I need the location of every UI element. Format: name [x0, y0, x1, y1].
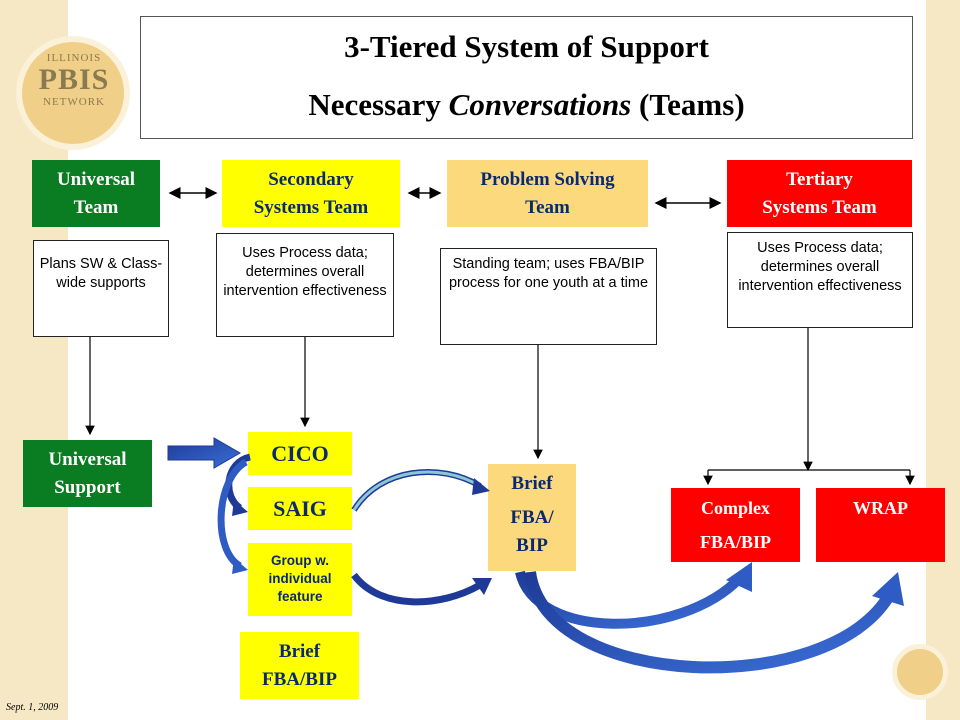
right-decorative-band — [926, 0, 960, 720]
group-line3: feature — [277, 589, 323, 604]
title-line-1: 3-Tiered System of Support — [344, 29, 709, 64]
problem-team-line2: Team — [525, 196, 570, 218]
brief-bottom-line2: FBA/BIP — [262, 668, 337, 690]
corner-decoration — [892, 644, 948, 700]
logo-main-text: PBIS — [38, 63, 110, 96]
group-line1: Group w. — [271, 553, 329, 568]
brief-fba-bip-mid-box: Brief FBA/ BIP — [488, 464, 576, 571]
group-to-brief-curve — [351, 572, 482, 606]
title-box: 3-Tiered System of Support Necessary Con… — [140, 16, 913, 139]
cico-to-group-curve — [217, 458, 248, 570]
brief-mid-line1: Brief — [511, 473, 553, 494]
wrap-arrowhead — [872, 572, 904, 606]
brief-bottom-line1: Brief — [278, 640, 321, 662]
saig-to-brief-arc-inner — [352, 470, 481, 511]
complex-line1: Complex — [701, 498, 770, 518]
brief-mid-line2: FBA/ — [510, 507, 554, 528]
group-line2: individual — [268, 571, 332, 586]
saig-arrowhead — [232, 500, 248, 516]
secondary-team-line1: Secondary — [268, 168, 354, 190]
brief-arrowhead-1 — [472, 478, 490, 495]
title-italic: Conversations — [448, 87, 632, 122]
complex-line2: FBA/BIP — [699, 532, 771, 552]
pbis-logo: ILLINOIS PBIS NETWORK — [24, 52, 124, 108]
logo-bottom-text: NETWORK — [43, 96, 105, 108]
tertiary-team-line1: Tertiary — [786, 168, 853, 190]
universal-to-cico-arrow — [167, 437, 242, 469]
logo-top-text: ILLINOIS — [46, 52, 102, 64]
brief-arrowhead-2 — [472, 578, 492, 595]
brief-mid-line3: BIP — [516, 535, 548, 556]
tertiary-description: Uses Process data; determines overall in… — [727, 232, 913, 328]
footer-date: Sept. 1, 2009 — [6, 702, 59, 713]
title-suffix: (Teams) — [631, 87, 745, 122]
problem-team-line1: Problem Solving — [480, 168, 615, 190]
group-box: Group w. individual feature — [248, 543, 352, 616]
wrap-label: WRAP — [853, 498, 908, 518]
universal-support-line2: Support — [54, 476, 121, 498]
problem-description: Standing team; uses FBA/BIP process for … — [440, 248, 657, 345]
group-arrowhead — [232, 558, 248, 574]
cico-box: CICO — [248, 432, 352, 475]
wrap-box: WRAP — [816, 488, 945, 562]
brief-to-wrap-curve — [524, 570, 896, 674]
tertiary-team-line2: Systems Team — [762, 196, 877, 218]
saig-box: SAIG — [248, 487, 352, 530]
secondary-description: Uses Process data; determines overall in… — [216, 233, 394, 337]
title-line-2: Necessary Conversations (Teams) — [141, 87, 912, 123]
title-prefix: Necessary — [308, 87, 449, 122]
universal-description: Plans SW & Class-wide supports — [33, 240, 169, 337]
universal-support-line1: Universal — [48, 448, 127, 470]
secondary-team-line2: Systems Team — [253, 196, 369, 218]
universal-team-line2: Team — [73, 196, 119, 218]
universal-team-line1: Universal — [56, 168, 136, 190]
logo-circle — [16, 36, 130, 150]
complex-arrowhead — [726, 562, 752, 592]
